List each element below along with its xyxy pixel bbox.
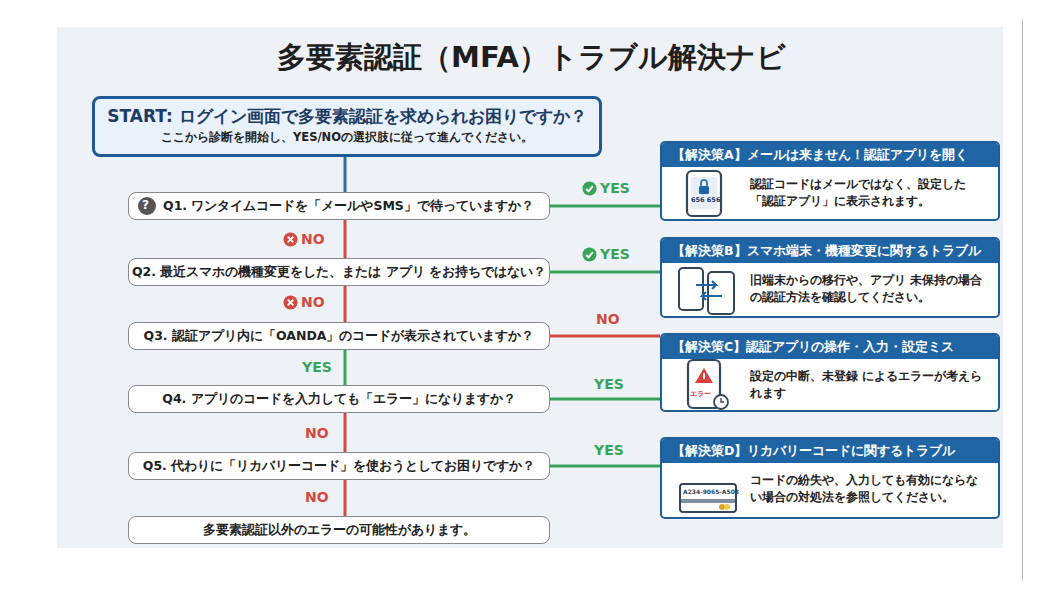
branch-label-text: YES	[594, 376, 624, 392]
solution-box: 【解決策A】メールは来ません！認証アプリを開く認証コードはメールではなく、設定し…	[660, 141, 1000, 221]
flow-connector	[550, 271, 660, 274]
branch-label-text: YES	[600, 246, 630, 262]
solution-box: 【解決策D】リカバリーコードに関するトラブルコードの紛失や、入力しても有効になら…	[660, 437, 1000, 519]
yes-icon	[582, 181, 597, 196]
branch-label-text: NO	[596, 311, 620, 327]
solution-heading: 【解決策B】スマホ端末・機種変更に関するトラブル	[662, 239, 998, 263]
question-box: Q3. 認証アプリ内に「OANDA」のコードが表示されていますか？	[128, 322, 550, 350]
diagram-title: 多要素認証（MFA）トラブル解決ナビ	[0, 38, 1063, 78]
yes-icon	[582, 247, 597, 262]
icon-circle	[283, 232, 297, 246]
icon-mark	[586, 252, 593, 257]
solution-heading: 【解決策C】認証アプリの操作・入力・設定ミス	[662, 335, 998, 359]
icon-text: エラー	[690, 389, 711, 399]
node-text: START: ログイン画面で多要素認証を求められお困りですか？	[105, 104, 589, 128]
branch-label-text: YES	[600, 180, 630, 196]
flow-connector	[550, 398, 660, 401]
icon-text: A234-9065-A508	[683, 488, 739, 495]
node-body: 旧端末からの移行や、アプリ 未保持の場合の認証方法を確認してください。	[662, 263, 998, 312]
node-text: Q1. ワンタイムコードを「メールやSMS」で待っていますか？	[163, 198, 534, 215]
frame-line	[1022, 20, 1023, 580]
question-box: 多要素認証以外のエラーの可能性があります。	[128, 516, 550, 544]
flow-connector	[550, 335, 660, 338]
icon-text: 656 656	[691, 196, 720, 204]
node-text: Q5. 代わりに「リカバリーコード」を使おうとしてお困りですか？	[143, 458, 535, 475]
no-icon	[283, 295, 298, 310]
branch-label: NO	[305, 425, 329, 441]
branch-label-text: NO	[305, 425, 329, 441]
node-text: Q4. アプリのコードを入力しても「エラー」になりますか？	[162, 391, 515, 408]
help-symbol: ?	[142, 198, 149, 212]
question-box: Q4. アプリのコードを入力しても「エラー」になりますか？	[128, 385, 550, 413]
icon-circle	[582, 247, 596, 261]
branch-label: NO	[283, 294, 325, 310]
node-text: Q2. 最近スマホの機種変更をした、または アプリ をお持ちではない？	[132, 264, 546, 281]
question-box: Q1. ワンタイムコードを「メールやSMS」で待っていますか？	[128, 192, 550, 220]
flow-connector	[344, 413, 347, 452]
branch-label: YES	[582, 180, 630, 196]
flow-connector	[550, 205, 660, 208]
node-body: 設定の中断、未登録 によるエラーが考えられます	[662, 359, 998, 408]
flow-connector	[344, 220, 347, 258]
no-icon	[283, 232, 298, 247]
branch-label: YES	[594, 442, 624, 458]
flow-connector	[344, 350, 347, 385]
node-body: 認証コードはメールではなく、設定した「認証アプリ」に表示されます。	[662, 167, 998, 216]
branch-label: YES	[302, 359, 332, 375]
branch-label: NO	[596, 311, 620, 327]
node-body: ここから診断を開始し、YES/NOの選択肢に従って進んでください。	[105, 128, 589, 146]
icon-mark	[586, 186, 593, 191]
node-body: コードの紛失や、入力しても有効にならない場合の対処法を参照してください。	[662, 463, 998, 512]
branch-label: YES	[582, 246, 630, 262]
start-box: START: ログイン画面で多要素認証を求められお困りですか？ここから診断を開始…	[92, 96, 602, 157]
solution-box: 【解決策B】スマホ端末・機種変更に関するトラブル旧端末からの移行や、アプリ 未保…	[660, 237, 1000, 318]
branch-label: NO	[305, 489, 329, 505]
icon-circle	[283, 295, 297, 309]
flow-connector	[550, 465, 660, 468]
solution-heading: 【解決策A】メールは来ません！認証アプリを開く	[662, 143, 998, 167]
branch-label: NO	[283, 231, 325, 247]
branch-label-text: NO	[305, 489, 329, 505]
icon-circle	[582, 181, 596, 195]
branch-label: YES	[594, 376, 624, 392]
branch-label-text: YES	[302, 359, 332, 375]
icon-mark	[288, 299, 294, 305]
branch-label-text: YES	[594, 442, 624, 458]
flow-connector	[344, 480, 347, 516]
solution-heading: 【解決策D】リカバリーコードに関するトラブル	[662, 439, 998, 463]
flow-connector	[344, 157, 347, 192]
solution-box: 【解決策C】認証アプリの操作・入力・設定ミス設定の中断、未登録 によるエラーが考…	[660, 333, 1000, 412]
node-text: 多要素認証以外のエラーの可能性があります。	[203, 522, 476, 539]
icon-mark	[288, 236, 294, 242]
question-box: Q2. 最近スマホの機種変更をした、または アプリ をお持ちではない？	[128, 258, 550, 286]
node-text: Q3. 認証アプリ内に「OANDA」のコードが表示されていますか？	[144, 328, 535, 345]
flow-connector	[344, 286, 347, 322]
question-box: Q5. 代わりに「リカバリーコード」を使おうとしてお困りですか？	[128, 452, 550, 480]
branch-label-text: NO	[301, 294, 325, 310]
branch-label-text: NO	[301, 231, 325, 247]
